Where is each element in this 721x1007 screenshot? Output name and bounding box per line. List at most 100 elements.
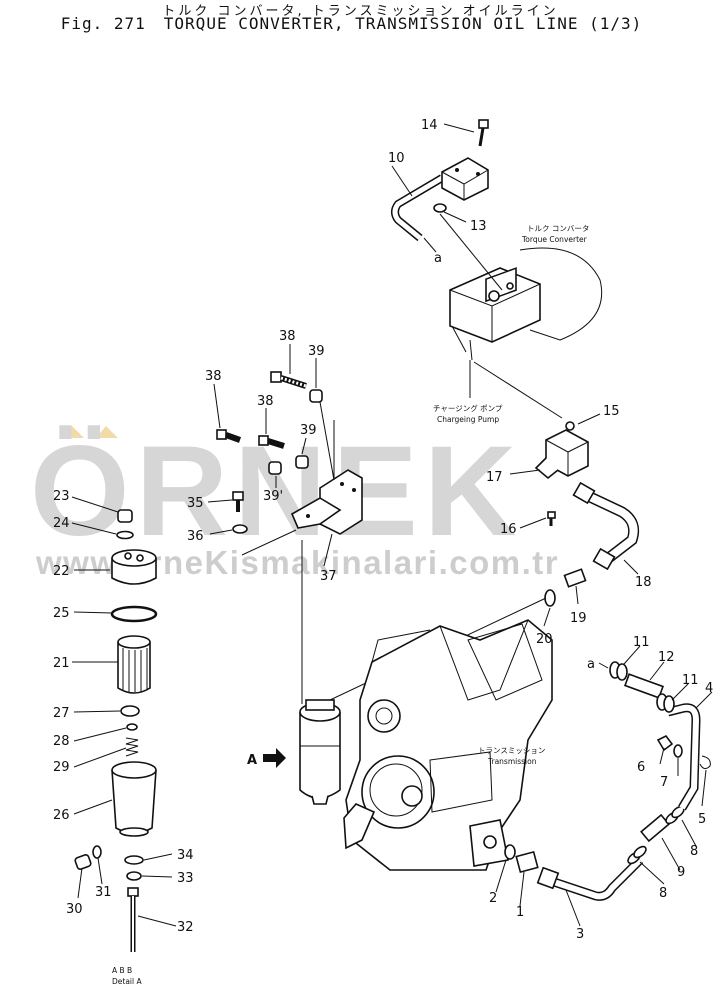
block-17 — [534, 421, 589, 480]
spacer-39-mid — [295, 455, 309, 469]
o-ring-2 — [504, 844, 516, 860]
callout-34: 34 — [177, 848, 194, 863]
figure-title-japanese: トルク コンバータ, トランスミッション オイルライン — [162, 4, 559, 19]
spacer-39-upper — [309, 389, 323, 403]
callout-17: 17 — [486, 470, 503, 485]
label-torque-converter-en: Torque Converter — [521, 235, 588, 244]
callout-20: 20 — [536, 632, 553, 647]
callout-13: 13 — [470, 219, 487, 234]
callout-22: 22 — [53, 564, 70, 579]
callout-15: 15 — [603, 404, 620, 419]
bolt-14 — [478, 119, 489, 147]
callout-21: 21 — [53, 656, 70, 671]
callout-39-prime: 39' — [263, 489, 283, 504]
callout-10: 10 — [388, 151, 405, 166]
callout-5: 5 — [698, 812, 706, 827]
clamps-8 — [627, 805, 685, 865]
figure-number: Fig. 271 — [60, 14, 146, 33]
view-a-label: A — [247, 753, 257, 768]
callout-2: 2 — [489, 891, 497, 906]
watermark-umlaut-accent — [62, 426, 118, 438]
hose-9 — [640, 813, 670, 843]
callout-14: 14 — [421, 118, 438, 133]
watermark: ÖRNEK www.orneKismakinalari.com.tr — [30, 420, 558, 581]
detail-a-label: Detail A — [112, 977, 142, 986]
fitting-19 — [563, 568, 587, 588]
bolt-38-left — [216, 429, 242, 443]
callout-8-right: 8 — [690, 844, 698, 859]
callout-3: 3 — [576, 927, 584, 942]
transmission-case — [343, 619, 553, 871]
callout-30: 30 — [66, 902, 83, 917]
filter-head-22 — [111, 549, 157, 585]
pipe-4 — [666, 703, 701, 811]
callout-39-mid: 39 — [300, 423, 317, 438]
callout-38-mid: 38 — [257, 394, 274, 409]
callout-27: 27 — [53, 706, 70, 721]
callout-29: 29 — [53, 760, 70, 775]
washer-7 — [673, 744, 683, 758]
callout-35: 35 — [187, 496, 204, 511]
callout-4: 4 — [705, 681, 713, 696]
callout-a-lower: a — [587, 657, 595, 672]
callout-9: 9 — [677, 865, 685, 880]
elbow-1 — [515, 850, 539, 874]
callout-numbers: 14 10 13 a 38 39 38 38 39 39' 15 17 16 1… — [53, 118, 713, 942]
washer-28 — [126, 723, 138, 731]
o-ring-24 — [116, 530, 134, 540]
callout-38-left: 38 — [205, 369, 222, 384]
bolt-32 — [127, 887, 139, 952]
case-26 — [111, 761, 157, 837]
callout-32: 32 — [177, 920, 194, 935]
view-a-arrow-icon — [263, 748, 286, 768]
callout-a-upper: a — [434, 251, 442, 266]
washer-33 — [126, 871, 142, 881]
o-ring-20 — [544, 589, 556, 607]
bracket-37 — [290, 469, 363, 535]
spring-29 — [125, 737, 139, 757]
callout-39-upper: 39 — [308, 344, 325, 359]
hose-18 — [572, 481, 640, 571]
plug-23 — [117, 509, 133, 523]
nut-6 — [656, 734, 674, 752]
label-charging-pump-jp: チャージング ポンプ — [433, 403, 503, 413]
callout-18: 18 — [635, 575, 652, 590]
callout-12: 12 — [658, 650, 675, 665]
clip-5 — [699, 755, 711, 770]
plug-30 — [74, 854, 92, 870]
leader-lines — [71, 123, 713, 927]
o-ring-34 — [124, 855, 144, 865]
figure-title: TORQUE CONVERTER, TRANSMISSION OIL LINE … — [163, 14, 643, 33]
callout-8-lower: 8 — [659, 886, 667, 901]
callout-37: 37 — [320, 569, 337, 584]
bolt-16 — [547, 511, 556, 526]
callout-19: 19 — [570, 611, 587, 626]
o-ring-25 — [110, 605, 158, 623]
bolt-38-upper — [270, 371, 307, 389]
callout-25: 25 — [53, 606, 70, 621]
callout-36: 36 — [187, 529, 204, 544]
callout-31: 31 — [95, 885, 112, 900]
torque-converter-housing — [449, 247, 603, 361]
callout-16: 16 — [500, 522, 517, 537]
callout-38-upper: 38 — [279, 329, 296, 344]
callout-28: 28 — [53, 734, 70, 749]
callout-11-right: 11 — [682, 673, 699, 688]
pipe-10-assembly — [391, 157, 489, 242]
hose-12 — [624, 673, 664, 699]
spacer-39-lower — [268, 461, 282, 475]
detail-letters: A B B — [112, 966, 132, 975]
valve-27 — [120, 705, 140, 717]
filter-assembly-on-transmission — [299, 699, 341, 805]
figure-title-english: Fig. 271 TORQUE CONVERTER, TRANSMISSION O… — [0, 14, 721, 33]
clamps-11 — [609, 661, 675, 713]
label-torque-converter-jp: トルク コンバータ — [527, 224, 589, 233]
o-ring-31 — [92, 845, 102, 859]
callout-1: 1 — [516, 905, 524, 920]
pipe-3 — [536, 856, 644, 901]
bolt-35 — [232, 491, 244, 512]
callout-24: 24 — [53, 516, 70, 531]
label-charging-pump-en: Chargeing Pump — [437, 415, 499, 424]
callout-26: 26 — [53, 808, 70, 823]
